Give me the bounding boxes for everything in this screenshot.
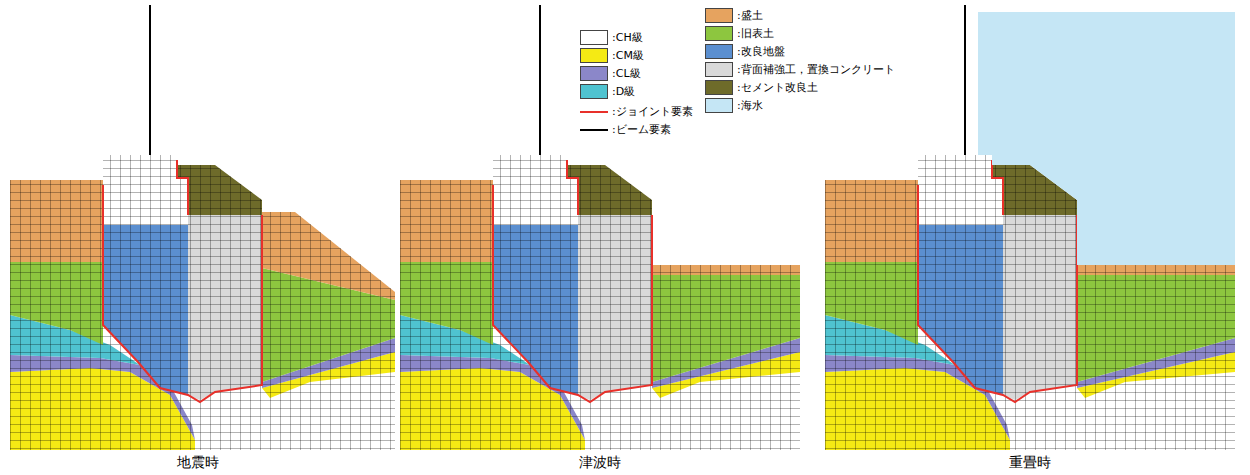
legend-swatch	[705, 98, 733, 113]
joint-element	[992, 160, 1003, 215]
joint-element	[103, 185, 262, 402]
legend-label: :旧表土	[737, 27, 774, 40]
beam-element	[964, 5, 966, 155]
legend-label: :セメント改良土	[737, 81, 818, 94]
legend-label: :改良地盤	[737, 45, 785, 58]
legend-label: :CH級	[612, 31, 643, 44]
legend-swatch	[580, 30, 608, 45]
joint-element	[177, 160, 188, 215]
beam-element	[149, 5, 151, 155]
legend-label: :盛土	[737, 9, 763, 22]
legend-label: :CM級	[612, 49, 644, 62]
legend-label: :ジョイント要素	[612, 105, 693, 118]
joint-element	[567, 160, 578, 215]
beam-element	[539, 5, 541, 155]
legend-label: :海水	[737, 99, 763, 112]
legend-swatch	[705, 8, 733, 23]
legend-swatch	[580, 84, 608, 99]
rock-ch	[10, 155, 395, 450]
joint-element	[493, 185, 652, 402]
legend-label: :CL級	[612, 67, 641, 80]
legend-swatch	[580, 66, 608, 81]
rock-ch	[400, 155, 800, 450]
legend-label: :D級	[612, 85, 635, 98]
joint-element	[918, 185, 1077, 402]
mesh-grid	[400, 155, 800, 450]
mesh-panel	[10, 5, 395, 450]
panel-caption: 地震時	[177, 454, 219, 471]
panel-caption: 重畳時	[1009, 454, 1051, 471]
legend-swatch	[705, 80, 733, 95]
legend-swatch	[705, 62, 733, 77]
mesh-grid	[10, 155, 395, 450]
legend-swatch	[705, 44, 733, 59]
legend-swatch	[705, 26, 733, 41]
legend-label: :背面補強工，置換コンクリート	[737, 63, 895, 76]
panel-caption: 津波時	[579, 454, 621, 471]
legend-line-sample	[580, 129, 608, 131]
sea-water	[978, 12, 1235, 265]
legend-label: :ビーム要素	[612, 123, 671, 136]
legend-line-sample	[580, 111, 608, 113]
legend-swatch	[580, 48, 608, 63]
